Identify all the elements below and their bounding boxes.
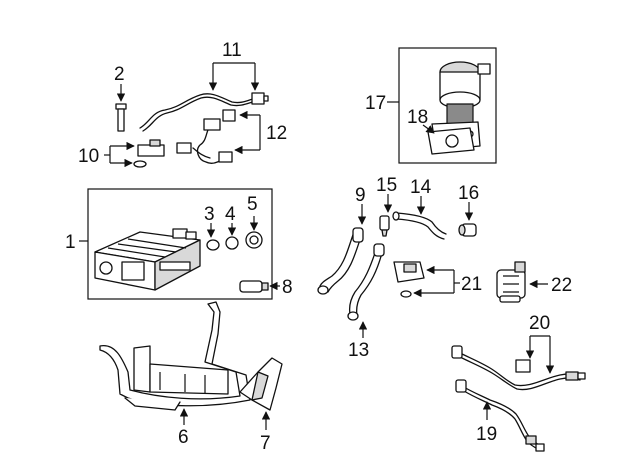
callout-18: 18 (407, 107, 428, 128)
callout-3: 3 (204, 204, 215, 225)
callout-19: 19 (476, 424, 497, 445)
part-5-grommet (245, 231, 263, 249)
part-15-fitting (379, 215, 390, 237)
part-1-vapor-canister (94, 228, 201, 291)
part-13-hose (347, 243, 385, 321)
part-10-sensor (133, 139, 165, 168)
part-18-gasket (427, 127, 475, 155)
callout-8: 8 (282, 277, 293, 298)
part-20-sensor-harness (451, 345, 586, 391)
callout-17: 17 (365, 93, 386, 114)
part-1-group-box (87, 188, 273, 300)
callout-21: 21 (461, 274, 482, 295)
callout-13: 13 (348, 340, 369, 361)
callout-4: 4 (225, 204, 236, 225)
callout-11: 11 (222, 40, 242, 61)
part-3-seal (206, 239, 220, 251)
part-7-support-bracket (239, 357, 283, 411)
part-9-hose (317, 227, 364, 295)
part-21-sensor (393, 261, 425, 298)
callout-20: 20 (529, 313, 550, 334)
part-22-solenoid (496, 261, 526, 303)
callout-10: 10 (78, 146, 99, 167)
callout-6: 6 (178, 427, 189, 448)
callout-7: 7 (260, 433, 271, 454)
callout-12: 12 (266, 123, 287, 144)
callout-2: 2 (114, 64, 125, 85)
callout-14: 14 (410, 177, 432, 198)
part-17-group-box (398, 47, 497, 164)
callout-15: 15 (376, 175, 397, 196)
callout-1: 1 (65, 232, 76, 253)
callout-16: 16 (458, 183, 479, 204)
callout-9: 9 (355, 185, 366, 206)
part-19-sensor-harness (455, 379, 545, 452)
part-6-bracket (99, 301, 251, 411)
part-14-pipe (392, 211, 447, 240)
part-16-connector (458, 223, 477, 237)
callout-5: 5 (247, 194, 258, 215)
leader-18 (422, 124, 435, 134)
part-2-bolt (115, 103, 127, 132)
part-12-sensor-harness (176, 109, 236, 164)
part-11-wire-harness (139, 92, 269, 132)
part-4-seal (225, 236, 239, 250)
part-8-valve (239, 280, 269, 293)
callout-22: 22 (551, 275, 572, 296)
